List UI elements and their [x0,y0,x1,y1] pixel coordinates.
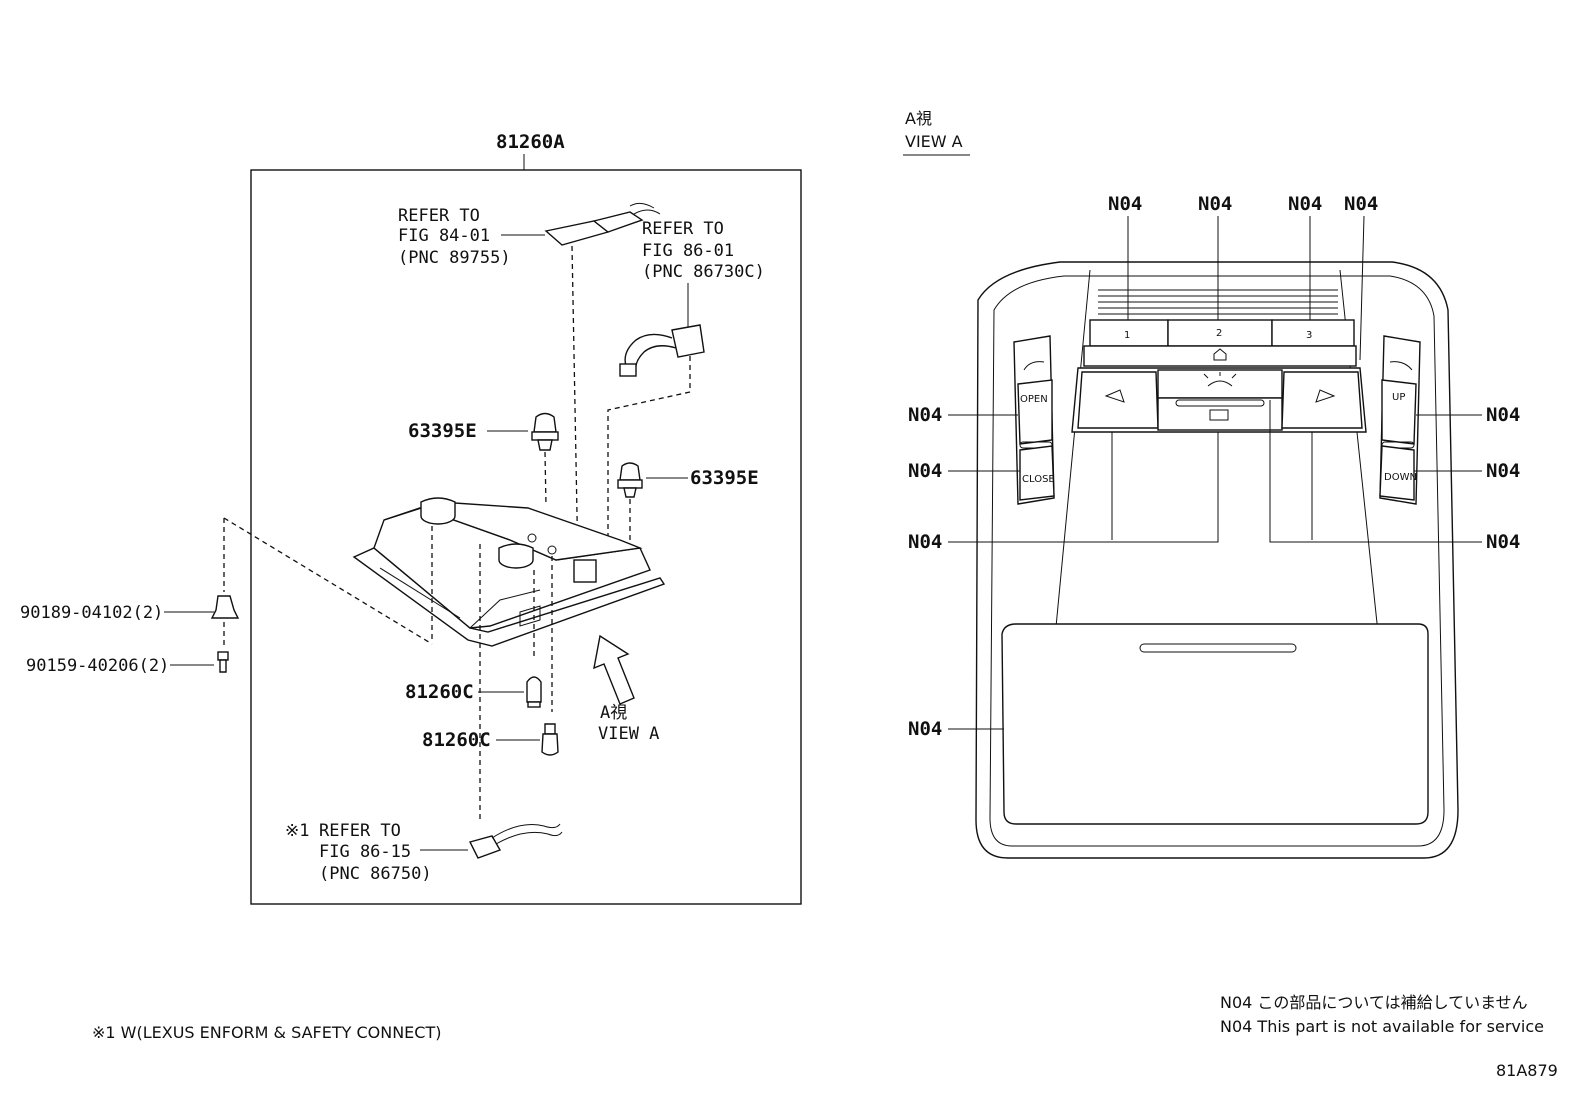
callout-lens-left[interactable]: N04 [908,432,1219,553]
callout-top-1[interactable]: N04 [1108,193,1142,320]
map-light-left-button[interactable] [1077,371,1159,429]
svg-text:CLOSE: CLOSE [1022,474,1055,485]
refer-note-1[interactable]: REFER TO FIG 84-01 (PNC 89755) [398,206,511,268]
view-title-jp: A視 [905,109,932,128]
svg-text:N04: N04 [908,404,942,426]
svg-text:REFER TO: REFER TO [642,219,724,239]
clip-upper[interactable] [531,412,559,451]
svg-text:OPEN: OPEN [1020,394,1048,405]
screw-label[interactable]: 90159-40206(2) [26,656,169,676]
svg-text:UP: UP [1392,392,1405,403]
svg-text:REFER TO: REFER TO [319,821,401,841]
figure-id: 81A879 [1496,1061,1558,1080]
callout-top-2[interactable]: N04 [1198,193,1232,320]
svg-text:3: 3 [1306,330,1312,341]
sunroof-tilt-icon-left [1023,361,1045,371]
bulb-upper[interactable] [526,676,542,708]
callout-holder[interactable]: N04 [908,718,1004,740]
harness-part[interactable] [619,324,705,377]
svg-text:N04: N04 [1486,460,1520,482]
right-panel: A視 VIEW A 1 2 3 [903,109,1520,859]
svg-text:N04: N04 [1288,193,1322,215]
svg-text:2: 2 [1216,328,1222,339]
button-3[interactable]: 3 [1271,319,1355,347]
callout-top-4[interactable]: N04 [1344,193,1378,361]
clip-right-label[interactable]: 63395E [690,467,759,489]
screw-part[interactable] [217,651,229,673]
callout-up[interactable]: N04 [1416,404,1520,426]
sunglass-holder[interactable] [1001,623,1429,825]
sunroof-tilt-icon-right [1389,361,1413,371]
dome-light-button[interactable] [1157,369,1283,399]
legend-jp: N04 この部品については補給していません [1220,993,1528,1012]
connector-part-1[interactable] [544,202,661,246]
down-button[interactable]: DOWN [1379,445,1417,501]
assembly-frame [250,169,802,905]
svg-text:1: 1 [1124,330,1130,341]
svg-text:N04: N04 [1344,193,1378,215]
svg-text:N04: N04 [908,460,942,482]
legend-en: N04 This part is not available for servi… [1220,1017,1544,1036]
svg-text:N04: N04 [1108,193,1142,215]
svg-text:FIG 84-01: FIG 84-01 [398,226,490,246]
nut-label[interactable]: 90189-04102(2) [20,603,163,623]
clip-right[interactable] [617,462,643,498]
svg-text:DOWN: DOWN [1384,472,1417,483]
footnote: ※1 W(LEXUS ENFORM & SAFETY CONNECT) [92,1023,441,1042]
svg-text:N04: N04 [1486,404,1520,426]
callout-open[interactable]: N04 [908,404,1018,426]
svg-text:FIG 86-15: FIG 86-15 [319,842,411,862]
svg-text:N04: N04 [1486,531,1520,553]
svg-text:N04: N04 [908,531,942,553]
callout-down[interactable]: N04 [1414,460,1520,482]
home-icon [1213,348,1227,361]
up-button[interactable]: UP [1381,379,1417,445]
view-arrow-jp: A視 [600,703,627,723]
bulb-lower-label[interactable]: 81260C [422,729,491,751]
view-arrow-en: VIEW A [598,724,659,744]
callout-close[interactable]: N04 [908,460,1020,482]
map-light-left-icon [1104,389,1125,403]
svg-text:(PNC 86750): (PNC 86750) [319,864,432,884]
callout-top-3[interactable]: N04 [1288,193,1322,320]
svg-text:N04: N04 [1198,193,1232,215]
bulb-lower[interactable] [541,723,559,756]
nut-part[interactable] [210,595,240,619]
home-button[interactable] [1083,345,1357,367]
svg-text:REFER TO: REFER TO [398,206,480,226]
sunroof-right-switch: UP DOWN [1379,335,1421,505]
sunroof-left-switch: OPEN CLOSE [1013,335,1055,505]
view-a-arrow [593,634,635,705]
overhead-console-housing[interactable] [352,497,666,647]
connector-part-3[interactable] [468,823,563,859]
left-panel: 81260A REFER TO FIG 84-01 (PNC 89755) RE… [20,131,802,905]
svg-text:(PNC 86730C): (PNC 86730C) [642,262,765,282]
map-light-panel [1071,367,1367,433]
svg-text:N04: N04 [908,718,942,740]
map-light-right-button[interactable] [1281,371,1363,429]
door-light-button[interactable] [1157,397,1283,431]
clip-upper-label[interactable]: 63395E [408,420,477,442]
svg-text:(PNC 89755): (PNC 89755) [398,248,511,268]
close-button[interactable]: CLOSE [1019,445,1055,501]
refer-note-3[interactable]: REFER TO FIG 86-15 (PNC 86750) [319,821,432,884]
open-button[interactable]: OPEN [1017,379,1053,445]
view-title-en: VIEW A [905,132,963,151]
assembly-label[interactable]: 81260A [496,131,565,153]
map-light-right-icon [1315,389,1336,403]
dome-light-icon [1207,380,1233,387]
button-2[interactable]: 2 [1167,319,1273,347]
callout-lens-right[interactable]: N04 [1269,400,1520,553]
refer-note-2[interactable]: REFER TO FIG 86-01 (PNC 86730C) [642,219,765,282]
button-1[interactable]: 1 [1089,319,1169,347]
bulb-upper-label[interactable]: 81260C [405,681,474,703]
door-light-icon [1209,409,1229,421]
refer-3-mark: ※1 [285,821,309,841]
svg-text:FIG 86-01: FIG 86-01 [642,241,734,261]
